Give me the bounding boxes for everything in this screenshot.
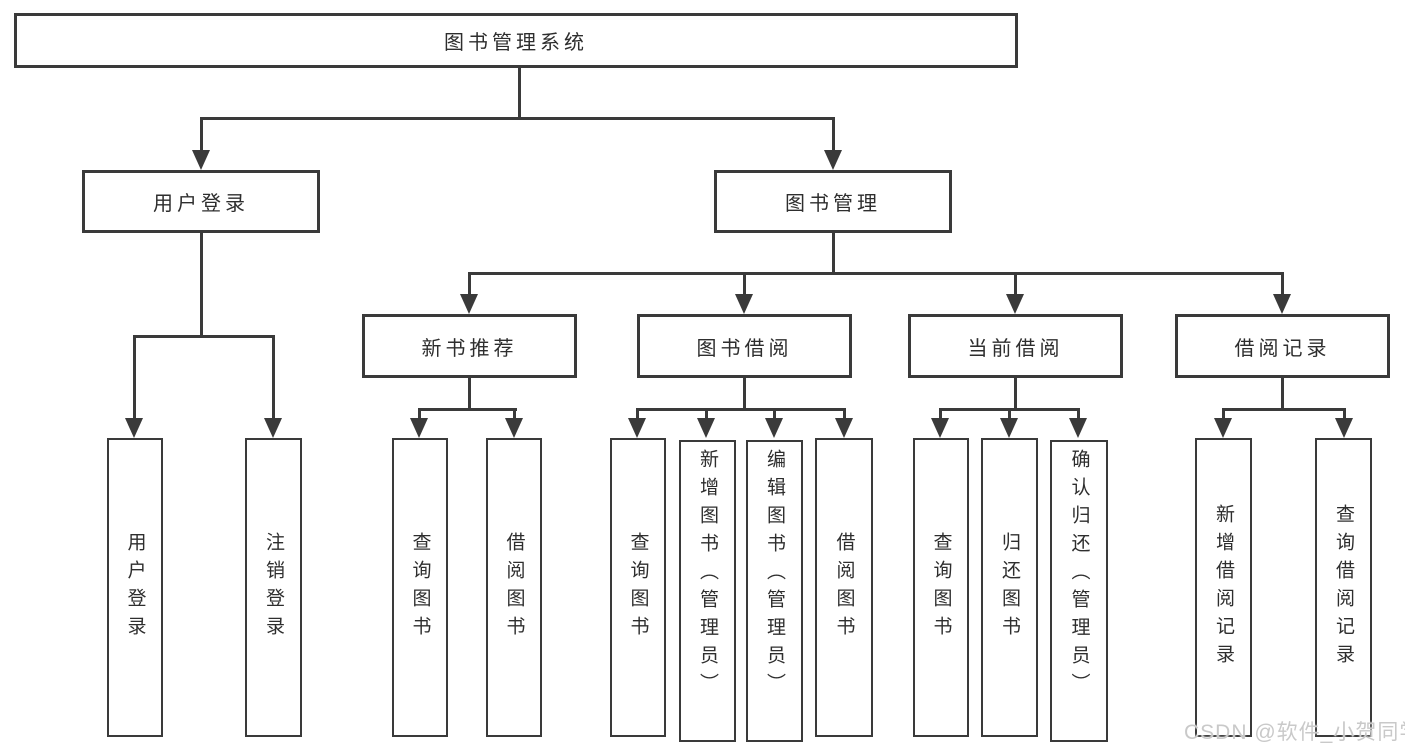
- arrow-down-icon: [735, 294, 753, 314]
- leaf-logout-label: 注销登录: [263, 531, 284, 644]
- leaf-user-login-label: 用户登录: [124, 531, 146, 644]
- connector-line: [272, 335, 275, 420]
- connector-line: [1014, 377, 1017, 411]
- leaf-borrow-books-recommend: 借阅图书: [486, 438, 542, 737]
- connector-line: [133, 335, 275, 338]
- arrow-down-icon: [697, 418, 715, 438]
- connector-line: [1222, 408, 1225, 422]
- leaf-user-login: 用户登录: [107, 438, 163, 737]
- leaf-query-books-current-label: 查询图书: [930, 531, 952, 644]
- connector-line: [1008, 408, 1011, 422]
- connector-line: [518, 67, 521, 118]
- arrow-down-icon: [835, 418, 853, 438]
- connector-line: [468, 272, 471, 296]
- arrow-down-icon: [1000, 418, 1018, 438]
- arrow-down-icon: [1214, 418, 1232, 438]
- connector-line: [1281, 377, 1284, 411]
- arrow-down-icon: [125, 418, 143, 438]
- connector-line: [1222, 408, 1346, 411]
- connector-line: [832, 232, 835, 275]
- leaf-edit-books-admin-label: 编辑图书（管理员）: [764, 449, 785, 701]
- connector-line: [743, 377, 746, 411]
- leaf-query-books-recommend-label: 查询图书: [409, 531, 431, 644]
- arrow-down-icon: [192, 150, 210, 170]
- leaf-confirm-return-admin: 确认归还（管理员）: [1050, 440, 1108, 742]
- connector-line: [200, 232, 203, 338]
- arrow-down-icon: [1273, 294, 1291, 314]
- leaf-query-books-current: 查询图书: [913, 438, 969, 737]
- node-current-borrowing: 当前借阅: [908, 314, 1123, 378]
- connector-line: [832, 117, 835, 152]
- arrow-down-icon: [824, 150, 842, 170]
- leaf-logout: 注销登录: [245, 438, 302, 737]
- connector-line: [468, 377, 471, 411]
- connector-line: [743, 272, 746, 296]
- leaf-return-books: 归还图书: [981, 438, 1038, 737]
- node-borrowing-records: 借阅记录: [1175, 314, 1390, 378]
- leaf-borrow-books-recommend-label: 借阅图书: [503, 531, 525, 644]
- leaf-add-borrow-record: 新增借阅记录: [1195, 438, 1252, 737]
- connector-line: [418, 408, 517, 411]
- leaf-query-borrow-record-label: 查询借阅记录: [1333, 503, 1354, 672]
- arrow-down-icon: [1006, 294, 1024, 314]
- arrow-down-icon: [931, 418, 949, 438]
- arrow-down-icon: [505, 418, 523, 438]
- arrow-down-icon: [1069, 418, 1087, 438]
- arrow-down-icon: [765, 418, 783, 438]
- connector-line: [636, 408, 846, 411]
- connector-line: [939, 408, 942, 422]
- leaf-query-borrow-record: 查询借阅记录: [1315, 438, 1372, 737]
- node-new-book-recommendation: 新书推荐: [362, 314, 577, 378]
- connector-line: [133, 335, 136, 420]
- connector-line: [468, 272, 1284, 275]
- connector-line: [418, 408, 421, 422]
- leaf-add-books-admin-label: 新增图书（管理员）: [697, 449, 718, 701]
- connector-line: [705, 408, 708, 422]
- node-library-management-system-label: 图书管理系统: [444, 32, 588, 54]
- node-user-login-label: 用户登录: [153, 193, 249, 215]
- connector-line: [200, 117, 835, 120]
- connector-line: [513, 408, 516, 422]
- node-book-borrowing: 图书借阅: [637, 314, 852, 378]
- leaf-add-borrow-record-label: 新增借阅记录: [1213, 503, 1234, 672]
- leaf-add-books-admin: 新增图书（管理员）: [679, 440, 736, 742]
- connector-line: [1077, 408, 1080, 422]
- connector-line: [773, 408, 776, 422]
- leaf-return-books-label: 归还图书: [999, 531, 1020, 644]
- arrow-down-icon: [410, 418, 428, 438]
- node-new-book-recommendation-label: 新书推荐: [421, 337, 518, 360]
- node-library-management-system: 图书管理系统: [14, 13, 1018, 68]
- leaf-query-books-borrow-label: 查询图书: [627, 531, 649, 644]
- leaf-borrow-books-label: 借阅图书: [833, 531, 855, 644]
- node-current-borrowing-label: 当前借阅: [967, 337, 1064, 360]
- leaf-borrow-books: 借阅图书: [815, 438, 873, 737]
- arrow-down-icon: [460, 294, 478, 314]
- node-book-management: 图书管理: [714, 170, 952, 233]
- connector-line: [636, 408, 639, 422]
- connector-line: [1281, 272, 1284, 296]
- leaf-confirm-return-admin-label: 确认归还（管理员）: [1068, 449, 1090, 701]
- leaf-edit-books-admin: 编辑图书（管理员）: [746, 440, 803, 742]
- arrow-down-icon: [628, 418, 646, 438]
- watermark: CSDN @软件_小贺同学: [1184, 721, 1405, 744]
- node-borrowing-records-label: 借阅记录: [1234, 337, 1331, 360]
- connector-line: [200, 117, 203, 152]
- connector-line: [1014, 272, 1017, 296]
- arrow-down-icon: [1335, 418, 1353, 438]
- node-user-login: 用户登录: [82, 170, 320, 233]
- node-book-borrowing-label: 图书借阅: [696, 337, 793, 360]
- arrow-down-icon: [264, 418, 282, 438]
- connector-line: [843, 408, 846, 422]
- leaf-query-books-recommend: 查询图书: [392, 438, 448, 737]
- node-book-management-label: 图书管理: [785, 193, 881, 215]
- connector-line: [1343, 408, 1346, 422]
- leaf-query-books-borrow: 查询图书: [610, 438, 666, 737]
